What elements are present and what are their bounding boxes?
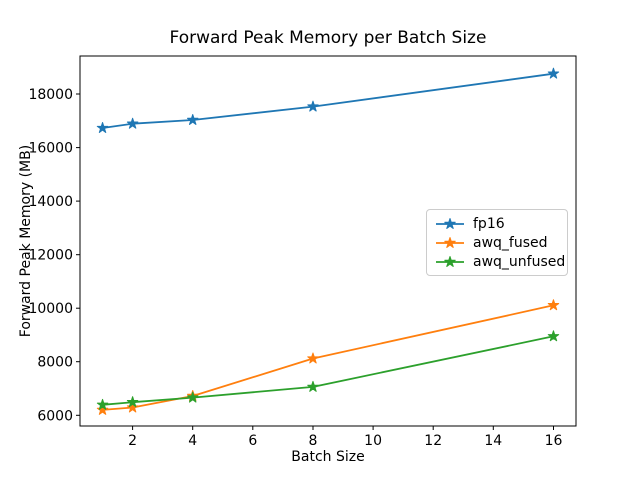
series-line-fp16 (102, 72, 554, 129)
data-point-fp16 (96, 122, 109, 133)
y-tick-label: 18000 (28, 87, 73, 103)
legend-sample-star-marker (444, 217, 456, 229)
data-point-awq_fused (96, 403, 109, 415)
x-tick-label: 14 (484, 433, 502, 449)
y-tick-label: 10000 (28, 301, 73, 317)
y-tick-label: 16000 (28, 141, 73, 157)
series-line-awq_fused (102, 304, 554, 411)
data-point-fp16 (547, 67, 560, 79)
legend-sample-star-marker (444, 255, 456, 267)
series-line-awq_unfused (102, 335, 554, 406)
data-point-awq_fused (547, 299, 560, 311)
legend: fp16 awq_fused awq_unfused (426, 209, 568, 276)
data-point-fp16 (307, 100, 319, 112)
x-axis-label: Batch Size (291, 449, 365, 465)
legend-sample-star-marker (444, 236, 456, 248)
data-point-awq_fused (126, 401, 139, 413)
legend-line-sample-fp16 (436, 217, 464, 229)
y-tick-label: 6000 (37, 408, 73, 424)
data-point-awq_unfused (96, 398, 109, 410)
legend-label-awq-fused: awq_fused (473, 234, 548, 251)
data-point-fp16 (187, 113, 199, 125)
legend-entry-awq-fused: awq_fused (435, 233, 561, 252)
x-tick-label: 2 (128, 433, 137, 449)
legend-entry-fp16: fp16 (435, 214, 561, 233)
data-point-awq_fused (307, 352, 319, 364)
data-point-awq_unfused (187, 391, 199, 403)
legend-label-fp16: fp16 (473, 215, 505, 232)
x-tick-label: 4 (188, 433, 197, 449)
x-tick-label: 8 (309, 433, 318, 449)
x-tick-label: 10 (364, 433, 382, 449)
plot-border (79, 55, 577, 427)
chart-title: Forward Peak Memory per Batch Size (169, 28, 487, 48)
x-tick-label: 12 (424, 433, 442, 449)
data-point-awq_unfused (547, 330, 560, 342)
data-point-awq_unfused (126, 396, 139, 408)
x-tick-label: 16 (545, 433, 563, 449)
data-point-awq_unfused (307, 380, 319, 392)
y-tick-label: 12000 (28, 248, 73, 264)
y-tick-label: 8000 (37, 355, 73, 371)
y-axis-label: Forward Peak Memory (MB) (18, 144, 34, 338)
legend-label-awq-unfused: awq_unfused (473, 253, 566, 270)
legend-entry-awq-unfused: awq_unfused (435, 252, 565, 271)
data-point-fp16 (126, 117, 139, 129)
legend-line-sample-awq-unfused (436, 255, 464, 267)
y-tick-label: 14000 (28, 194, 73, 210)
legend-line-sample-awq-fused (436, 236, 464, 248)
x-tick-label: 6 (248, 433, 257, 449)
